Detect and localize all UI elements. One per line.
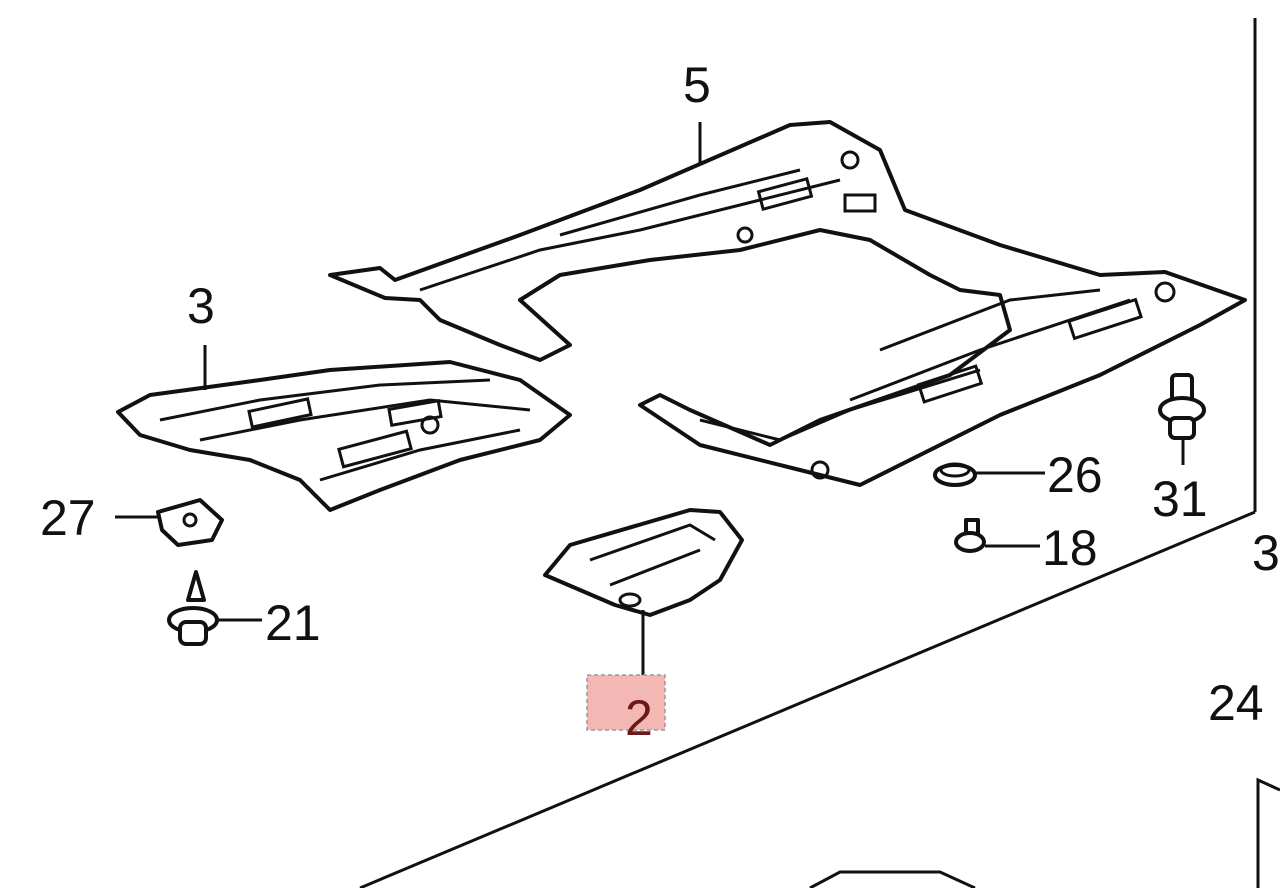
callout-3-partial[interactable]: 3	[1252, 525, 1280, 581]
callout-2[interactable]: 2	[625, 690, 653, 746]
section-border	[359, 18, 1280, 888]
callout-31[interactable]: 31	[1152, 471, 1208, 527]
callout-18[interactable]: 18	[1042, 520, 1098, 576]
part-31-flange-bolt[interactable]	[1158, 373, 1206, 440]
callout-5[interactable]: 5	[683, 57, 711, 113]
part-2-undercover-small[interactable]	[543, 508, 744, 617]
part-21-tapping-screw[interactable]	[167, 570, 219, 646]
part-18-bolt[interactable]	[954, 518, 986, 553]
highlight-box	[586, 674, 666, 731]
part-3-engine-undercover[interactable]	[116, 360, 572, 512]
callout-21[interactable]: 21	[265, 595, 321, 651]
part-5-undercover-frame[interactable]	[328, 120, 1247, 487]
part-26-grommet[interactable]	[933, 462, 977, 487]
callout-3[interactable]: 3	[187, 278, 215, 334]
callout-27[interactable]: 27	[40, 490, 96, 546]
part-27-clip-nut[interactable]	[156, 498, 224, 547]
callout-24[interactable]: 24	[1208, 675, 1264, 731]
callout-26[interactable]: 26	[1047, 447, 1103, 503]
